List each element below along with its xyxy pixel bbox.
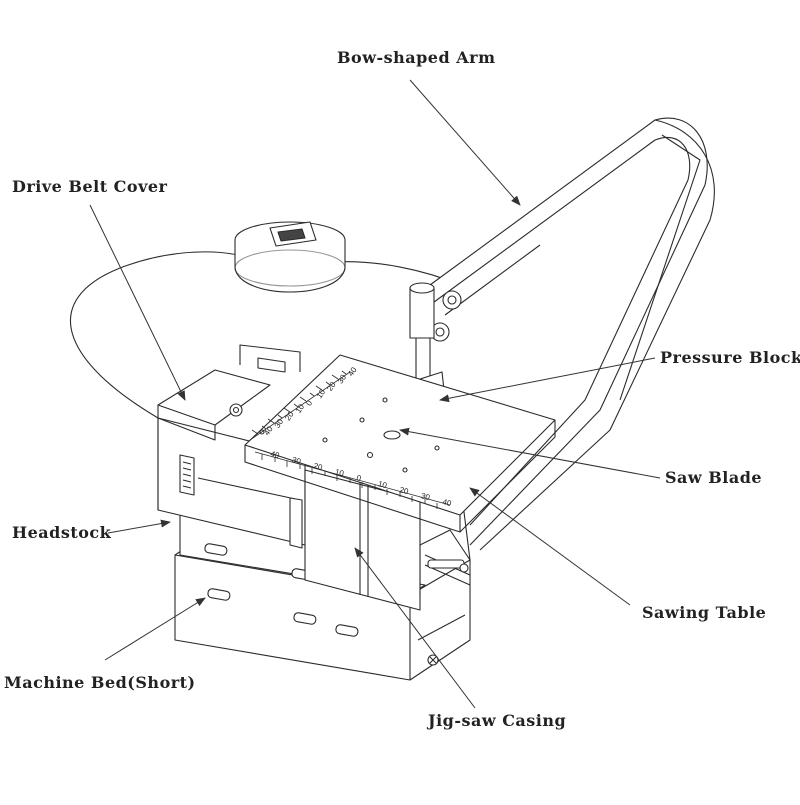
front-scale-tick-label: 30 <box>291 455 302 466</box>
leader-sawing-table <box>469 487 631 606</box>
label-sawing-table: Sawing Table <box>642 603 767 622</box>
leader-machine-bed <box>104 597 206 661</box>
front-scale-tick-label: 0 <box>355 473 362 483</box>
label-bow-shaped-arm: Bow-shaped Arm <box>337 48 496 67</box>
front-scale-tick-label: 20 <box>312 461 323 472</box>
leader-headstock <box>107 519 171 534</box>
front-scale-tick-label: 40 <box>441 497 452 508</box>
front-scale <box>254 451 451 509</box>
label-machine-bed: Machine Bed(Short) <box>4 673 196 692</box>
label-saw-blade: Saw Blade <box>665 468 763 487</box>
label-drive-belt-cover: Drive Belt Cover <box>12 177 168 196</box>
label-jigsaw-casing: Jig-saw Casing <box>428 711 567 730</box>
leader-pressure-block <box>439 357 656 403</box>
front-scale-tick-label: 10 <box>334 467 345 478</box>
label-headstock: Headstock <box>12 523 112 542</box>
leader-saw-blade <box>399 427 661 479</box>
front-scale-tick-label: 10 <box>377 479 388 490</box>
leader-drive-belt-cover <box>89 204 186 401</box>
side-scale <box>249 370 351 441</box>
leader-jigsaw-casing <box>354 547 476 709</box>
leader-bow-arm <box>409 79 521 206</box>
drive-belt-cover <box>157 344 301 441</box>
label-pressure-block: Pressure Block <box>660 348 800 367</box>
front-scale-tick-label: 30 <box>420 491 431 502</box>
front-scale-tick-label: 20 <box>398 485 409 496</box>
side-scale-tick-label: 0 <box>304 398 314 407</box>
power-switch <box>234 221 346 293</box>
front-scale-tick-label: 40 <box>269 449 280 460</box>
front-scale-labels: 40 30 20 10 0 10 20 30 40 <box>269 449 452 508</box>
